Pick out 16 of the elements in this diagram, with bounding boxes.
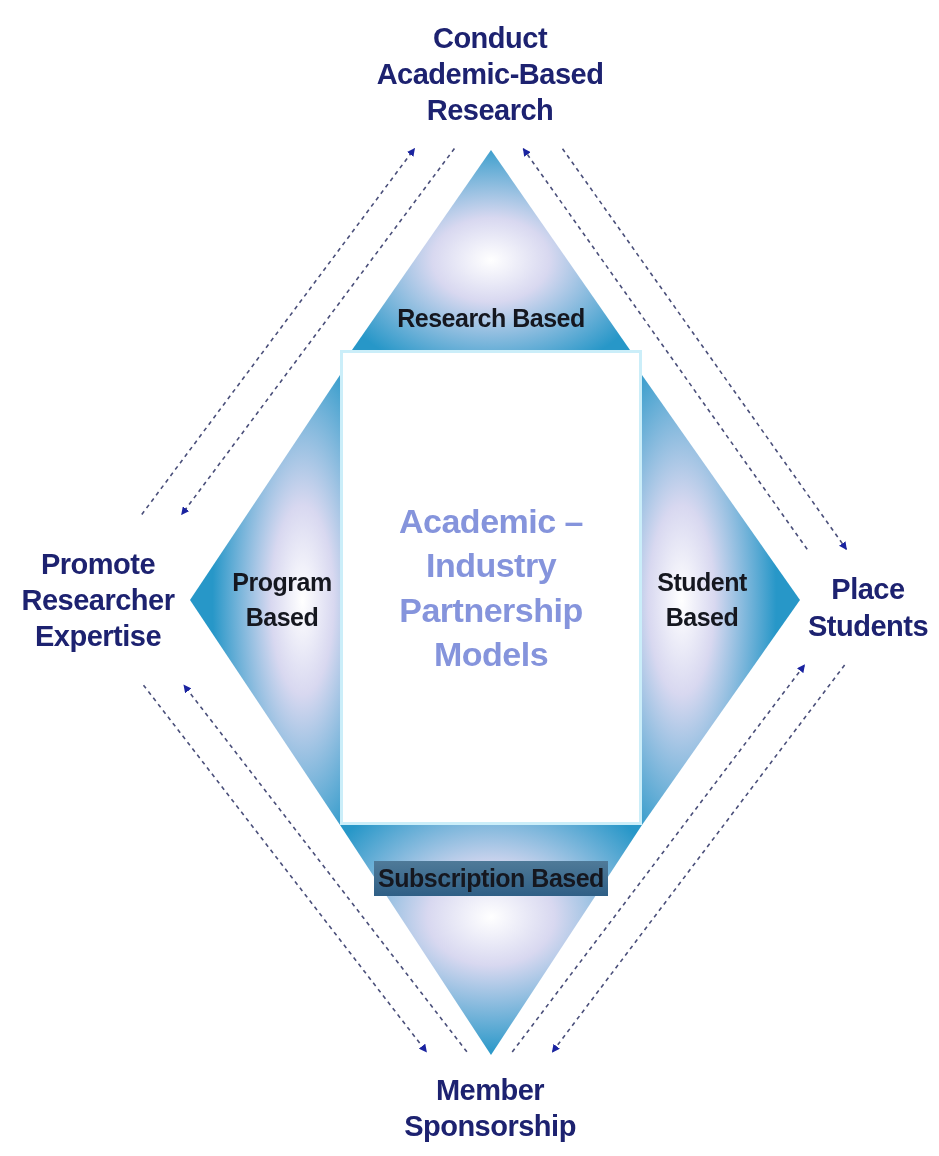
- dashed-arrow: [522, 147, 808, 551]
- label-text: Member Sponsorship: [403, 1072, 577, 1144]
- dashed-arrow: [511, 664, 806, 1053]
- label-text: Promote Researcher Expertise: [20, 546, 176, 655]
- dashed-arrow: [180, 147, 456, 516]
- dashed-arrow: [551, 664, 846, 1053]
- label-text: Conduct Academic-Based Research: [375, 20, 605, 129]
- segment-label: Research Based: [397, 303, 585, 334]
- label-text: Place Students: [806, 572, 930, 644]
- title-text: Academic – Industry Partnership Models: [398, 501, 584, 675]
- dashed-arrow: [183, 684, 468, 1053]
- dashed-arrow: [141, 147, 416, 516]
- dashed-arrow: [561, 147, 848, 551]
- segment-label: Student Based: [656, 567, 748, 633]
- segment-label: Subscription Based: [374, 861, 608, 896]
- dashed-arrow: [142, 684, 428, 1053]
